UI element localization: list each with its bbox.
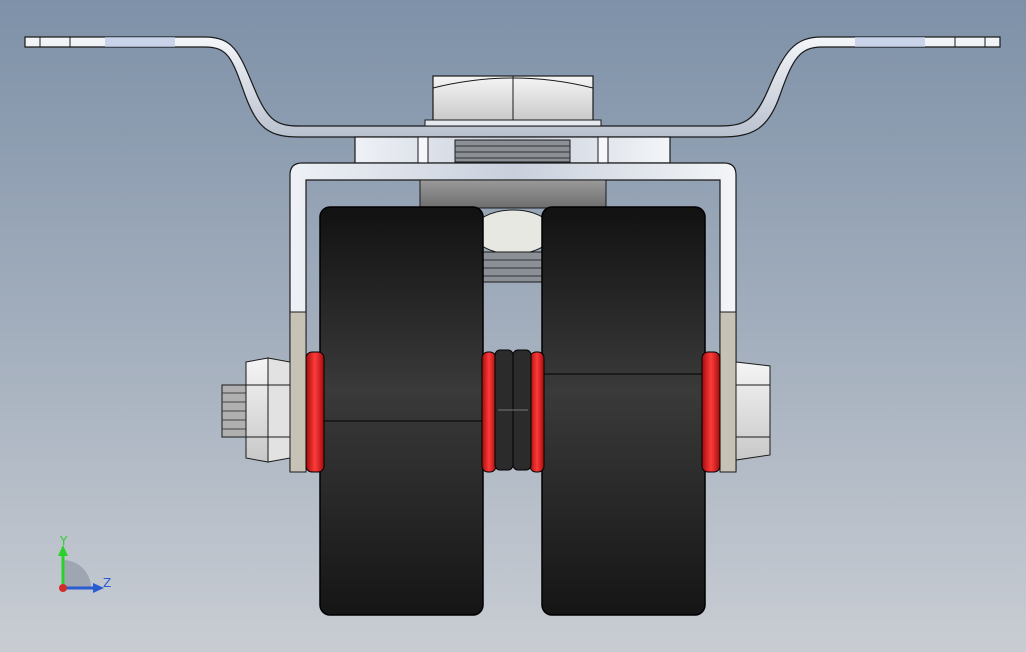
z-axis-arrowhead (93, 583, 104, 593)
left-wheel[interactable] (319, 206, 484, 616)
axle-nut[interactable] (735, 361, 771, 461)
triad-quadrant (63, 560, 91, 588)
x-axis-dot (59, 584, 67, 592)
mounting-plate[interactable] (24, 36, 1001, 138)
y-axis-arrowhead (58, 545, 68, 556)
axle-bolt[interactable] (221, 357, 291, 463)
right-wheel[interactable] (541, 206, 706, 616)
bearing-seals[interactable] (305, 349, 721, 473)
center-hex-nut[interactable] (419, 179, 607, 283)
top-hex-nut[interactable] (424, 75, 602, 127)
coordinate-triad[interactable]: Y Z (58, 534, 111, 593)
swivel-bearing[interactable] (354, 136, 671, 164)
y-axis-label: Y (59, 534, 68, 548)
z-axis-label: Z (103, 576, 111, 590)
